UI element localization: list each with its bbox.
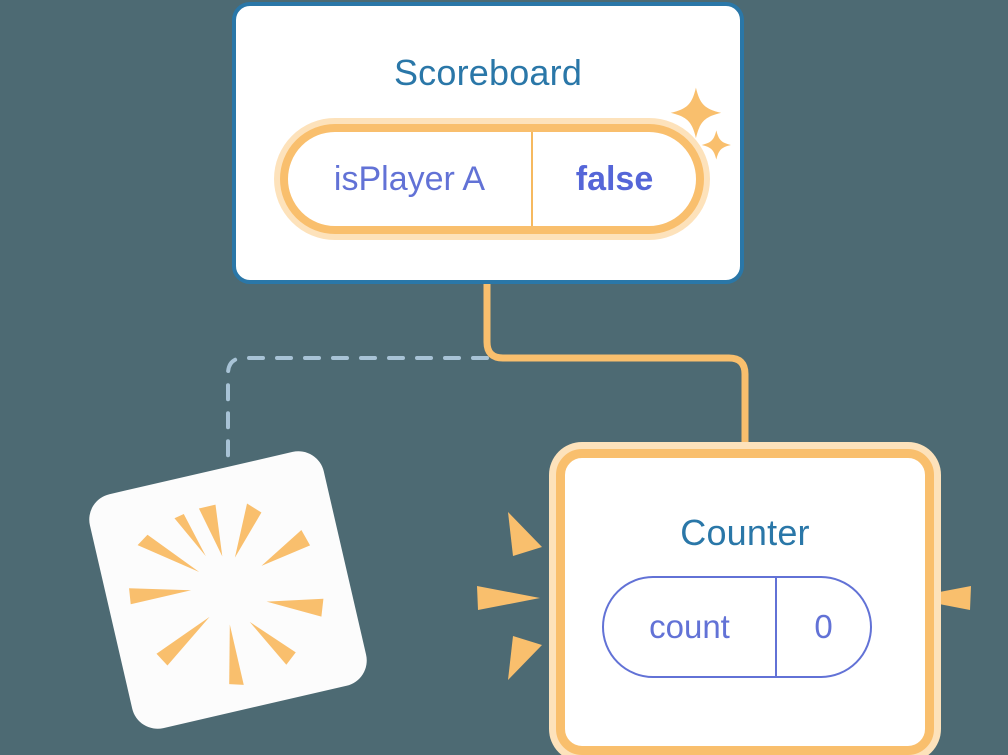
burst-ray-ese	[266, 598, 324, 617]
counter-card[interactable]: Counter count 0	[556, 449, 934, 755]
burst-ray-nnw	[174, 514, 206, 557]
sparkle-large-icon	[670, 87, 722, 139]
sparkle-small-icon	[701, 130, 731, 160]
connector-solid-to-counter	[483, 280, 749, 456]
burst-ray-nne	[234, 503, 262, 558]
connector-dashed-to-blank-card	[226, 356, 489, 472]
scoreboard-state-value: false	[575, 159, 654, 198]
burst-ray-ene	[261, 529, 311, 566]
counter-state-pill[interactable]: count 0	[602, 576, 872, 678]
burst-ray-sse	[249, 621, 296, 665]
burst-ray-ssw	[156, 616, 210, 666]
scoreboard-title: Scoreboard	[393, 52, 583, 93]
scoreboard-card[interactable]: Scoreboard isPlayer A false	[232, 2, 744, 284]
burst-ray-wsw	[129, 588, 192, 605]
counter-title: Counter	[680, 512, 810, 553]
counter-state-value: 0	[814, 608, 833, 645]
counter-state-key: count	[604, 578, 777, 676]
scoreboard-state-key: isPlayer A	[288, 132, 533, 226]
burst-ray-n	[198, 504, 223, 557]
burst-ray-s	[229, 624, 244, 685]
burst-ray-wnw	[137, 534, 200, 573]
scoreboard-state-pill[interactable]: isPlayer A false	[280, 124, 704, 234]
